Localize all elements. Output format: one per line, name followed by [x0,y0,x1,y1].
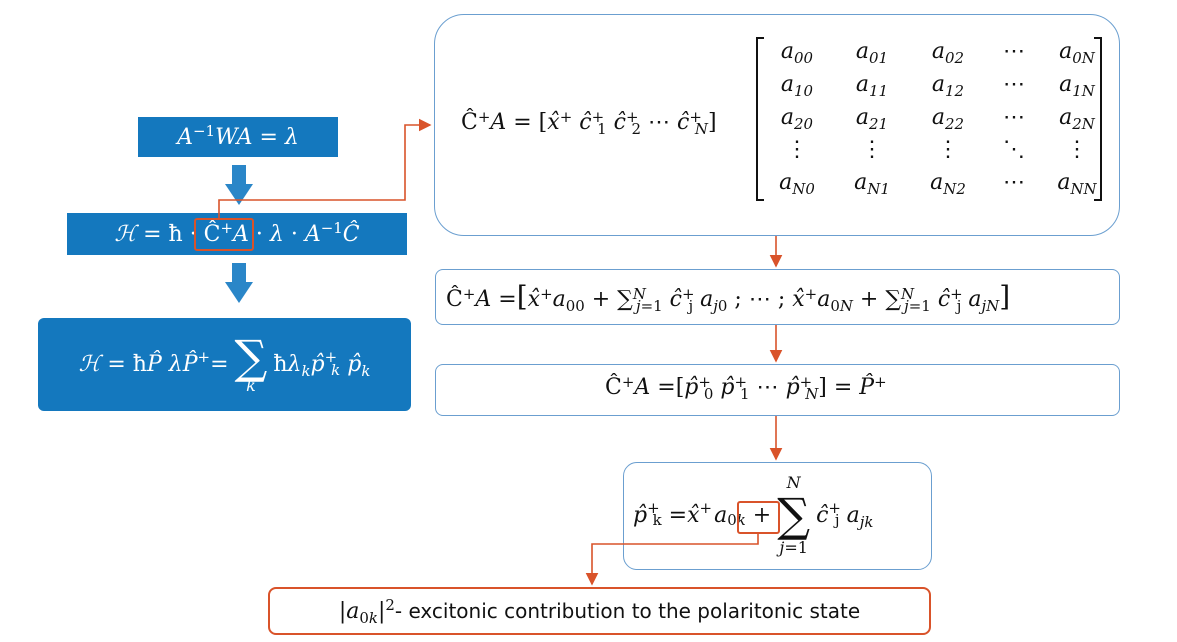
expansion-eq: Ĉ+A =[x̂+a00 + ∑Nj=1 ĉ+j aj0 ; ⋯ ; x̂+a0… [446,280,1011,316]
caption-text: - excitonic contribution to the polarito… [394,599,861,623]
matrix-cell: a12 [931,71,965,101]
matrix-cell: aN0 [779,170,815,199]
matrix-cell: ⋮ [1066,137,1088,163]
caption-symbol: |a0k|2 [338,596,395,627]
highlight-a0k [737,501,780,534]
matrix-cell: a20 [780,104,814,133]
matrix-cell: ⋯ [1003,104,1025,130]
matrix-cell: a0N [1059,39,1095,68]
connector-highlight-to-matrix [218,118,432,218]
matrix-cell: ⋯ [1003,71,1025,97]
matrix-cell: a11 [855,71,889,101]
matrix-cell: a10 [780,71,814,101]
matrix-cell: ⋮ [861,137,883,163]
matrix-box [434,14,1120,236]
matrix-cell: ⋮ [937,137,959,163]
matrix-lhs: Ĉ+A = [x̂+ ĉ+1 ĉ+2 ⋯ ĉ+N] [461,107,717,139]
matrix-cell: aNN [1057,170,1097,199]
expansion-box [435,269,1120,325]
coefficient-matrix: a00 a01 a02 ⋯ a0N a10 a11 a12 ⋯ a1N a20 a21 a22 ⋯ a2N ⋮… [760,36,1112,200]
matrix-cell: a1N [1059,71,1095,101]
matrix-cell: a02 [931,39,965,68]
eq-hamiltonian-box: ℋ = ħ · Ĉ+A · λ · A−1Ĉ [67,213,407,255]
matrix-cell: a2N [1059,104,1095,133]
matrix-cell: a00 [780,39,814,68]
matrix-right-bracket [1094,37,1102,201]
polariton-operators-eq: Ĉ+A =[p̂+0 p̂+1 ⋯ p̂+N] = P̂+ [605,372,887,404]
matrix-cell: ⋯ [1003,39,1025,64]
highlight-c-plus-a [194,218,254,251]
matrix-cell: aN2 [930,170,966,199]
polariton-component-box [623,462,932,570]
connector-a0k-to-caption [585,534,759,586]
matrix-cell: a01 [855,39,889,68]
polariton-operators-box [435,364,1120,416]
matrix-cell: aN1 [854,170,890,199]
matrix-cell: ⋮ [786,137,808,163]
matrix-cell: a21 [855,104,889,133]
down-arrow-2 [225,263,253,303]
eq-eigen-box: A−1WA = λ [138,117,338,157]
matrix-left-bracket [756,37,764,201]
caption-box: |a0k|2 - excitonic contribution to the p… [268,587,931,635]
matrix-cell: a22 [931,104,965,133]
eq-eigen: A−1WA = λ [177,122,299,150]
matrix-cell: ⋯ [1003,170,1025,196]
eq-hamiltonian: ℋ = ħ · Ĉ+A · λ · A−1Ĉ [114,219,360,247]
matrix-cell: ⋱ [1003,137,1025,163]
